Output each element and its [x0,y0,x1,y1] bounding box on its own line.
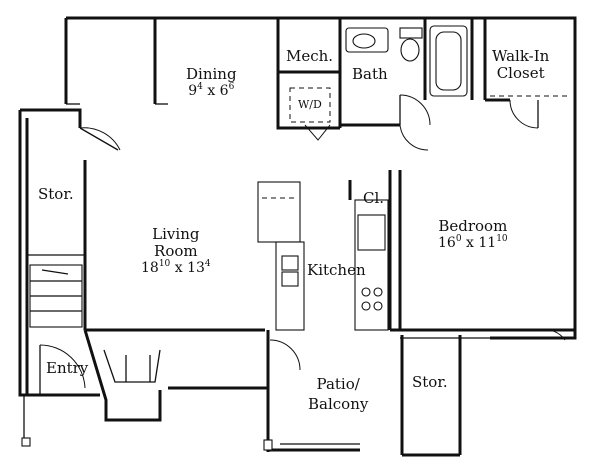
living-room-dimensions: 1810 x 134 [141,259,211,277]
storage-right-label: Stor. [412,373,448,391]
dining-dimensions: 94 x 66 [188,82,235,100]
storage-stair-block [21,160,87,447]
patio-line1: Patio/ [316,375,360,393]
kitchen-cabinets [257,170,392,331]
living-room-label: Living Room 1810 x 134 [141,226,211,277]
walk-in-closet-line1: Walk-In [492,47,550,65]
patio-balcony [263,335,462,457]
living-room-line1: Living [152,225,200,243]
bedroom-dimensions: 160 x 1110 [438,234,508,252]
closet-label: Cl. [363,189,385,207]
kitchen-label: Kitchen [307,261,366,279]
patio-balcony-label: Patio/ Balcony [308,374,368,414]
bedroom-walls [390,170,575,341]
entry-label: Entry [46,359,89,377]
living-room-line2: Room [154,242,198,260]
mechanical-laundry [276,18,342,141]
patio-line2: Balcony [308,395,369,413]
entry-area [33,328,265,422]
bedroom-label: Bedroom 160 x 1110 [438,218,508,252]
storage-left-label: Stor. [38,185,74,203]
mech-label: Mech. [286,47,334,65]
walk-in-closet [483,18,570,129]
dining-label: Dining 94 x 66 [186,66,237,100]
dining-name: Dining [186,65,237,83]
living-dining-walls [79,127,270,452]
walk-in-closet-line2: Closet [496,64,545,82]
bedroom-name: Bedroom [438,217,508,235]
washer-dryer-label: W/D [298,98,322,111]
walk-in-closet-label: Walk-In Closet [492,48,549,82]
bath-label: Bath [352,65,388,83]
bathroom [340,18,474,151]
